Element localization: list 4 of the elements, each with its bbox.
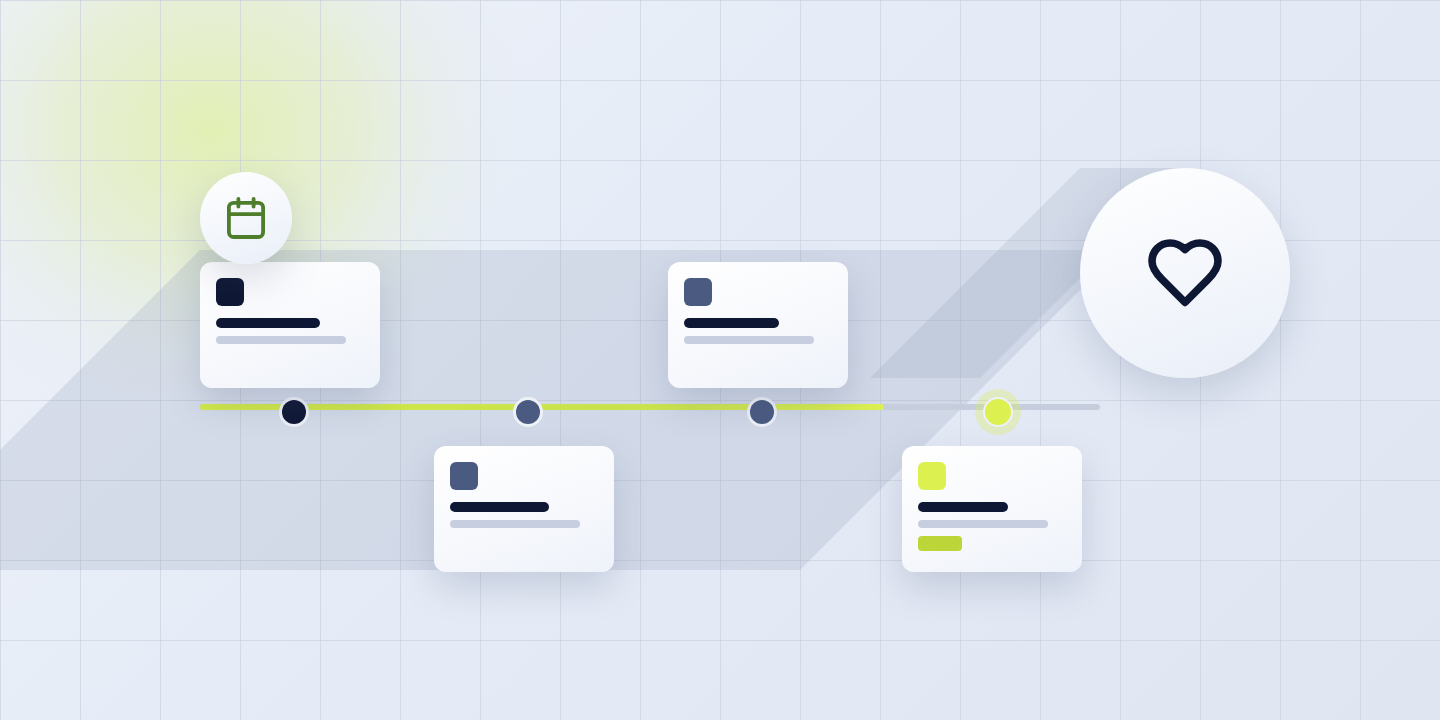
card: [668, 262, 848, 388]
card: [434, 446, 614, 572]
card: [902, 446, 1082, 572]
card: [200, 262, 380, 388]
